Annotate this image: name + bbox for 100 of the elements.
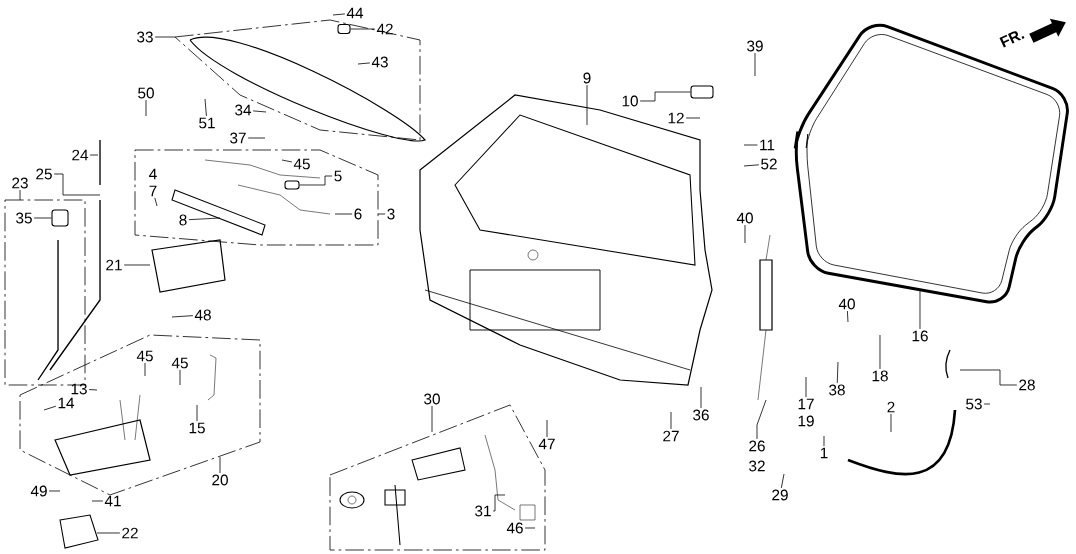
callout-number: 10 (622, 95, 638, 107)
leader-line (144, 362, 146, 377)
callout-number: 17 (798, 398, 814, 410)
callout-number: 53 (966, 398, 982, 410)
callout-number: 3 (387, 208, 395, 220)
leader-line (744, 224, 746, 244)
callout-number: 31 (475, 505, 491, 517)
leader-line (350, 28, 376, 30)
callout-number: 26 (749, 440, 765, 452)
callout-number: 50 (138, 87, 154, 99)
callout-number: 44 (346, 7, 364, 19)
callout-number: 47 (538, 438, 555, 450)
part-drawing (51, 209, 69, 227)
leader-line (281, 159, 293, 163)
callout-number: 48 (194, 309, 211, 321)
callout-number: 15 (189, 422, 205, 434)
leader-line (43, 405, 57, 411)
callout-number: 4 (149, 168, 157, 180)
callout-number: 41 (104, 495, 121, 507)
leader-line (33, 217, 52, 219)
callout-number: 21 (106, 259, 122, 271)
leader-line (219, 456, 221, 474)
leader-line (188, 217, 221, 221)
leader-line (639, 91, 691, 102)
callout-number: 16 (912, 330, 928, 342)
callout-number: 39 (747, 40, 763, 52)
callout-number: 34 (235, 104, 252, 116)
leader-line (53, 173, 101, 196)
leader-line (48, 490, 61, 492)
leader-line (879, 334, 881, 370)
leader-line (780, 473, 785, 489)
callout-number: 33 (137, 31, 153, 43)
callout-number: 45 (171, 357, 188, 369)
callout-number: 46 (506, 522, 523, 534)
callout-number: 51 (199, 117, 215, 129)
part-drawing (284, 180, 300, 190)
callout-number: 40 (736, 212, 753, 224)
callout-number: 9 (583, 72, 591, 84)
leader-line (88, 389, 98, 391)
leader-line (145, 99, 147, 117)
leader-line (890, 413, 892, 433)
leader-line (19, 189, 21, 201)
callout-number: 36 (693, 409, 709, 421)
leader-line (492, 494, 506, 512)
callout-number: 22 (122, 527, 138, 539)
callout-number: 8 (179, 214, 187, 226)
leader-line (299, 175, 333, 186)
leader-line (670, 411, 672, 430)
leader-line (823, 435, 825, 447)
part-drawing (337, 23, 351, 35)
leader-line (743, 144, 758, 146)
leader-line (836, 361, 839, 384)
callout-number: 37 (230, 132, 246, 144)
callout-number: 43 (371, 56, 388, 68)
callout-number: 14 (58, 397, 75, 409)
part-drawing (690, 85, 714, 99)
leader-line (171, 315, 194, 318)
callout-number: 28 (1019, 379, 1035, 391)
leader-line (179, 369, 181, 386)
callout-number: 18 (872, 370, 888, 382)
callout-number: 49 (30, 485, 47, 497)
leader-line (204, 98, 207, 117)
callout-number: 29 (772, 489, 788, 501)
leader-line (685, 117, 701, 119)
leader-line (91, 500, 104, 502)
leader-line (123, 264, 151, 266)
callout-number: 42 (376, 23, 393, 35)
callout-number: 20 (212, 474, 228, 486)
leader-line (919, 289, 921, 330)
callout-number: 11 (760, 139, 775, 151)
callout-number: 6 (354, 208, 362, 220)
leader-line (546, 419, 548, 438)
leader-line (377, 213, 386, 215)
leader-line (959, 369, 1018, 386)
callout-number: 2 (887, 401, 895, 413)
leader-line (332, 13, 346, 16)
callout-number: 19 (798, 415, 814, 427)
leader-line (154, 36, 176, 38)
leader-line (847, 310, 849, 323)
leader-line (586, 84, 588, 126)
leader-line (196, 404, 198, 422)
callout-number: 30 (424, 393, 440, 405)
callout-number: 38 (829, 384, 845, 396)
leader-line (700, 386, 702, 409)
callout-number: 40 (838, 298, 855, 310)
callout-number: 12 (668, 112, 684, 124)
leader-line (154, 197, 158, 207)
callout-number: 24 (72, 149, 89, 161)
leader-line (247, 137, 266, 139)
direction-label: FR. (999, 31, 1025, 48)
callout-number: 45 (293, 158, 310, 170)
callout-number: 52 (761, 158, 777, 170)
leader-line (431, 405, 433, 433)
callout-number: 13 (71, 383, 87, 395)
callout-number: 35 (16, 212, 32, 224)
callout-number: 7 (149, 185, 157, 197)
callout-number: 45 (136, 350, 153, 362)
leader-line (756, 399, 767, 440)
callout-number: 23 (12, 177, 28, 189)
callout-number: 27 (663, 430, 679, 442)
